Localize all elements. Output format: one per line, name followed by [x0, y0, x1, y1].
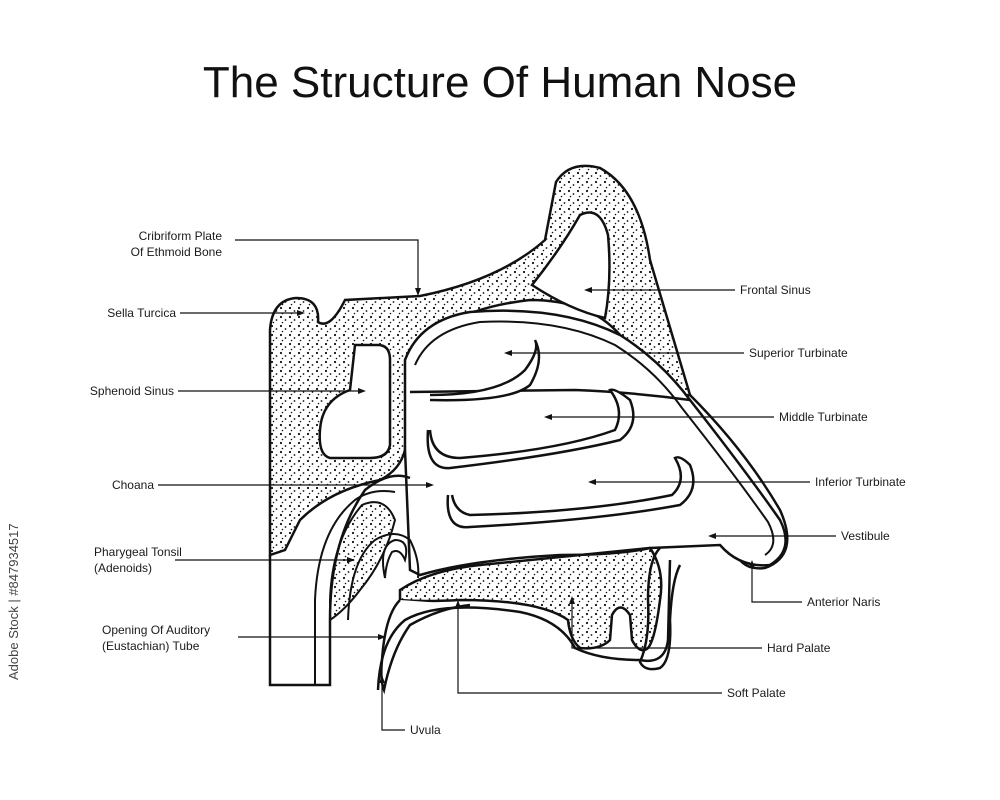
label-superior-turbinate: Superior Turbinate	[749, 346, 848, 360]
label-cribriform-line-1: Cribriform Plate	[138, 229, 222, 243]
hard-palate-region	[398, 546, 663, 652]
label-sphenoid-sinus: Sphenoid Sinus	[89, 384, 174, 398]
label-auditory-tube: Opening Of Auditory (Eustachian) Tube	[102, 622, 210, 654]
label-vestibule: Vestibule	[841, 529, 890, 543]
pharynx-inner-wall	[314, 490, 396, 685]
arrow-heads	[297, 287, 755, 683]
label-pharyngeal-line-2: (Adenoids)	[94, 561, 153, 575]
label-middle-turbinate: Middle Turbinate	[779, 410, 868, 424]
lip-tongue-curve	[638, 547, 682, 671]
pharynx-curve	[347, 533, 420, 621]
label-inferior-turbinate: Inferior Turbinate	[815, 475, 906, 489]
label-hard-palate: Hard Palate	[767, 641, 831, 655]
sphenoid-sinus-cavity	[318, 343, 392, 460]
auditory-tube-opening	[382, 538, 408, 579]
stock-watermark: Adobe Stock | #847934517	[6, 523, 21, 680]
label-auditory-line-2: (Eustachian) Tube	[102, 639, 200, 653]
inferior-turbinate-shape	[446, 456, 695, 529]
cribriform-line	[409, 388, 691, 402]
adenoid-region	[329, 501, 397, 622]
superior-turbinate-shape	[429, 339, 541, 402]
nasal-cavity-inner	[414, 320, 775, 556]
soft-palate-lower	[376, 559, 672, 691]
label-cribriform-plate: Cribriform Plate Of Ethmoid Bone	[100, 228, 222, 260]
diagram-title: The Structure Of Human Nose	[202, 58, 798, 107]
label-auditory-line-1: Opening Of Auditory	[102, 623, 211, 637]
label-pharyngeal-tonsil: Pharygeal Tonsil (Adenoids)	[94, 544, 182, 576]
label-cribriform-line-2: Of Ethmoid Bone	[130, 245, 222, 259]
label-frontal-sinus: Frontal Sinus	[740, 283, 811, 297]
label-sella-turcica: Sella Turcica	[107, 306, 176, 320]
label-anterior-naris: Anterior Naris	[807, 595, 881, 609]
soft-palate-shape	[380, 599, 471, 695]
middle-turbinate-shape	[426, 388, 635, 470]
label-pharyngeal-line-1: Pharygeal Tonsil	[94, 545, 182, 559]
label-soft-palate: Soft Palate	[727, 686, 786, 700]
leader-lines	[158, 239, 836, 731]
label-choana: Choana	[111, 478, 154, 492]
label-uvula: Uvula	[410, 723, 441, 737]
